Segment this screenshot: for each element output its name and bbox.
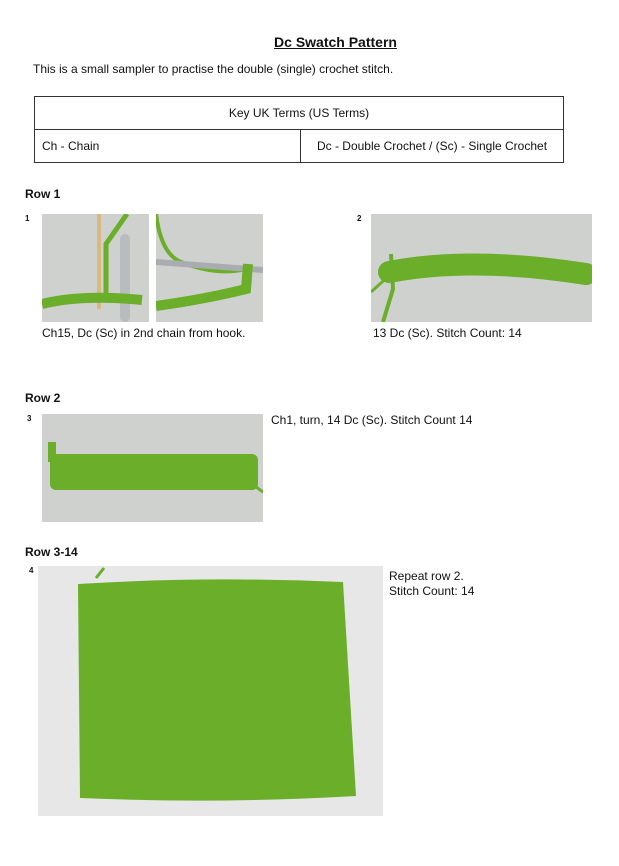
step-1-photo-b — [156, 214, 263, 322]
step-4-caption-line-2: Stitch Count: 14 — [389, 584, 475, 598]
key-table-header: Key UK Terms (US Terms) — [34, 96, 564, 130]
row-3-14-heading: Row 3-14 — [25, 545, 78, 559]
step-1-photo-a — [42, 214, 149, 322]
step-number: 2 — [357, 214, 362, 223]
step-4-caption: Repeat row 2. Stitch Count: 14 — [389, 569, 474, 599]
page-title: Dc Swatch Pattern — [274, 34, 397, 50]
row-1-heading: Row 1 — [25, 187, 61, 201]
key-cell-dc: Dc - Double Crochet / (Sc) - Single Croc… — [300, 129, 564, 163]
step-number: 4 — [29, 566, 34, 575]
key-cell-chain: Ch - Chain — [34, 129, 301, 163]
key-terms-table: Key UK Terms (US Terms) Ch - Chain Dc - … — [34, 96, 564, 163]
row-2-heading: Row 2 — [25, 391, 61, 405]
step-3-caption: Ch1, turn, 14 Dc (Sc). Stitch Count 14 — [271, 413, 473, 427]
step-3-photo — [42, 414, 263, 522]
step-1-caption: Ch15, Dc (Sc) in 2nd chain from hook. — [42, 326, 246, 340]
step-4-caption-line-1: Repeat row 2. — [389, 569, 464, 583]
step-2-photo — [371, 214, 592, 322]
step-4-photo — [38, 566, 383, 816]
step-number: 1 — [25, 214, 30, 223]
step-2-caption: 13 Dc (Sc). Stitch Count: 14 — [373, 326, 522, 340]
intro-text: This is a small sampler to practise the … — [33, 62, 394, 76]
step-number: 3 — [27, 414, 32, 423]
